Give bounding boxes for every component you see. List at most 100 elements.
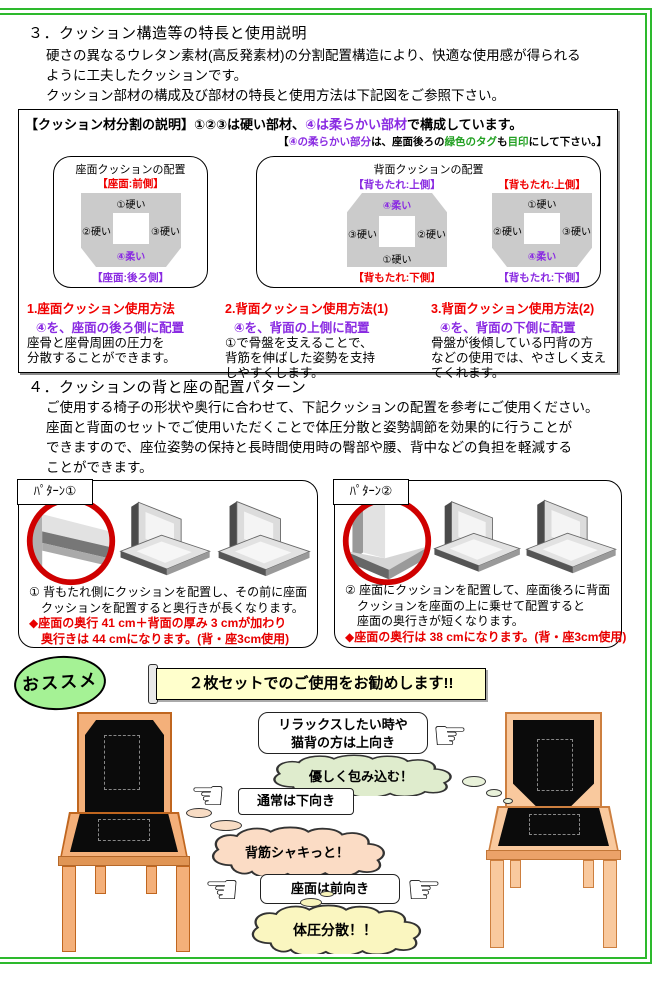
part-label: ③硬い (151, 227, 180, 238)
note-part: にして下さい。】 (528, 136, 607, 148)
part-label: ②硬い (82, 227, 111, 238)
back-cushion-diagram-b: ①硬い ②硬い ③硬い ④柔い (492, 193, 592, 267)
back-a-upper-label: 【背もたれ:上側】 (353, 179, 441, 191)
right-chair-front-leg (490, 860, 504, 948)
back-b-upper-label: 【背もたれ:上側】 (498, 179, 586, 191)
usage-line: てくれます。 (431, 366, 505, 380)
bubble-straight: 背筋シャキっと！ (203, 826, 391, 879)
usage-sub: ④を、座面の後ろ側に配置 (36, 321, 185, 335)
back-cushion-panel: 背面クッションの配置 【背もたれ:上側】 ④柔い ③硬い ②硬い ①硬い 【背も… (256, 156, 601, 288)
cushion-set-illustration (433, 501, 521, 573)
usage-line: 背筋を伸ばした姿勢を支持 (225, 351, 376, 365)
left-chair-back-cushion (85, 720, 164, 814)
bubble-front: 座面は前向き (260, 874, 400, 904)
bubble-straight-text: 背筋シャキっと！ (244, 845, 349, 860)
right-chair-back-cushion (513, 720, 594, 806)
usage-title: 2.背面クッション使用方法(1) (225, 302, 389, 316)
usage-back-1: 2.背面クッション使用方法(1) ④を、背面の上側に配置 ①で骨盤を支えることで… (225, 298, 427, 381)
pattern-line: クッションを配置すると奥行きが長くなります。 (29, 600, 304, 615)
pointing-hand-right-icon: ☞ (406, 868, 442, 912)
bubble-pressure-text: 体圧分散！！ (293, 922, 377, 938)
left-chair-front-leg (176, 866, 190, 952)
seat-front-label: 【座面:前側】 (97, 178, 164, 190)
usage-line: などの使用では、やさしく支え (431, 351, 607, 365)
pattern2-tab: ﾊﾟﾀｰﾝ② (333, 479, 409, 505)
bubble-relax-line: 猫背の方は上向き (290, 735, 395, 750)
cushion-set-illustration (218, 501, 311, 577)
left-chair-rear-leg (146, 866, 157, 894)
cushion-set-illustration (526, 499, 617, 574)
part-label-soft: ④柔い (116, 252, 146, 263)
usage-seat: 1.座面クッション使用方法 ④を、座面の後ろ側に配置 座骨と座骨周囲の圧力を 分… (27, 298, 223, 366)
part-label-soft: ④柔い (382, 201, 412, 212)
right-chair-seat-cushion (498, 808, 609, 846)
pointing-hand-left-icon: ☜ (204, 868, 240, 912)
usage-back-2: 3.背面クッション使用方法(2) ④を、背面の下側に配置 骨盤が後傾している円背… (431, 298, 617, 381)
seat-cushion-panel: 座面クッションの配置 【座面:前側】 ①硬い ②硬い ③硬い ④柔い 【座面:後… (53, 156, 208, 288)
pattern1-text: ① 背もたれ側にクッションを配置し、その前に座面 クッションを配置すると奥行きが… (29, 585, 307, 647)
part-label: ②硬い (417, 230, 446, 241)
seat-back-label: 【座面:後ろ側】 (92, 272, 169, 284)
bubble-trail-dot (186, 808, 212, 818)
bubble-relax: リラックスしたい時や 猫背の方は上向き (258, 712, 428, 754)
pattern-red-line: ◆座面の奥行 41 cm＋背面の厚み 3 cmが加わり (29, 616, 287, 630)
part-label: ①硬い (116, 200, 146, 211)
pattern-red-line: 奥行きは 44 cmになります。(背・座3cm使用) (29, 631, 290, 646)
usage-line: 座骨と座骨周囲の圧力を (27, 336, 165, 350)
pointing-hand-right-icon: ☞ (432, 714, 468, 758)
bubble-trail-dot (503, 798, 513, 804)
pattern1-detail-circle-icon (26, 496, 116, 586)
pattern-line: ① 背もたれ側にクッションを配置し、その前に座面 (29, 585, 308, 599)
note-green-tag: 緑色のタグ (444, 136, 498, 148)
division-box-title: 【クッション材分割の説明】①②③は硬い部材、④は柔らかい部材で構成しています。 (25, 114, 522, 133)
right-chair-rear-leg (583, 860, 594, 888)
part-label: ①硬い (382, 255, 412, 266)
part-label: ③硬い (348, 230, 377, 241)
cushion-stitch-line (103, 735, 141, 790)
usage-sub: ④を、背面の上側に配置 (234, 321, 370, 335)
section4-body-line: できますので、座位姿勢の保持と長時間使用時の臀部や腰、背中などの負担を軽減する (46, 440, 572, 455)
pattern-line: 座面の奥行きが短くなります。 (345, 614, 524, 628)
section3-heading: ３．クッション構造等の特長と使用説明 (28, 25, 308, 42)
page-border-inner (0, 13, 647, 959)
usage-line: 分散することができます。 (27, 351, 176, 365)
note-soft-part: ④の柔らかい部分 (288, 136, 372, 148)
division-title-post: で構成しています。 (407, 117, 523, 132)
bubble-trail-dot (462, 776, 486, 787)
part-label: ①硬い (527, 200, 557, 211)
bubble-normal: 通常は下向き (238, 788, 354, 815)
bubble-trail-dot (486, 789, 502, 797)
pattern2-box: ﾊﾟﾀｰﾝ② ② 座面にクッションを配置して、座面後ろに背面 クッションを座面の… (333, 479, 626, 648)
right-chair-seat-edge (486, 850, 621, 860)
right-chair-front-leg (603, 860, 617, 948)
left-chair-rear-leg (95, 866, 106, 894)
recommend-banner: ２枚セットでのご使用をお勧めします!! (156, 668, 486, 700)
seat-panel-title: 座面クッションの配置 (75, 164, 186, 176)
bubble-trail-dot (300, 898, 322, 907)
left-chair-seat-cushion (70, 814, 178, 852)
right-chair-rear-leg (510, 860, 521, 888)
part-label-soft: ④柔い (527, 252, 557, 263)
diagram-hole (524, 212, 560, 245)
cushion-stitch-line (98, 819, 150, 841)
usage-title: 1.座面クッション使用方法 (27, 302, 175, 316)
pattern2-detail-circle-icon (342, 496, 432, 586)
seat-cushion-diagram: ①硬い ②硬い ③硬い ④柔い (81, 193, 181, 267)
bubble-wrap-text: 優しく包み込む！ (308, 769, 413, 784)
section3-body-line: 硬さの異なるウレタン素材(高反発素材)の分割配置構造により、快適な使用感が得られ… (46, 48, 581, 63)
note-part: も (497, 136, 508, 148)
left-chair-seat-edge (58, 856, 190, 866)
usage-line: しやすくします。 (225, 366, 324, 380)
page-border-outer (0, 8, 652, 964)
section4-heading: ４．クッションの背と座の配置パターン (28, 379, 307, 396)
diagram-hole (113, 212, 149, 245)
part-label: ③硬い (562, 227, 591, 238)
pattern-line: ② 座面にクッションを配置して、座面後ろに背面 (345, 583, 611, 597)
cushion-division-box: 【クッション材分割の説明】①②③は硬い部材、④は柔らかい部材で構成しています。 … (18, 109, 618, 380)
back-cushion-diagram-a: ④柔い ③硬い ②硬い ①硬い (347, 193, 447, 267)
pattern-line: クッションを座面の上に乗せて配置すると (345, 598, 586, 613)
back-b-lower-label: 【背もたれ:下側】 (498, 272, 586, 284)
bubble-trail-dot (320, 891, 334, 897)
back-panel-title: 背面クッションの配置 (373, 164, 484, 176)
